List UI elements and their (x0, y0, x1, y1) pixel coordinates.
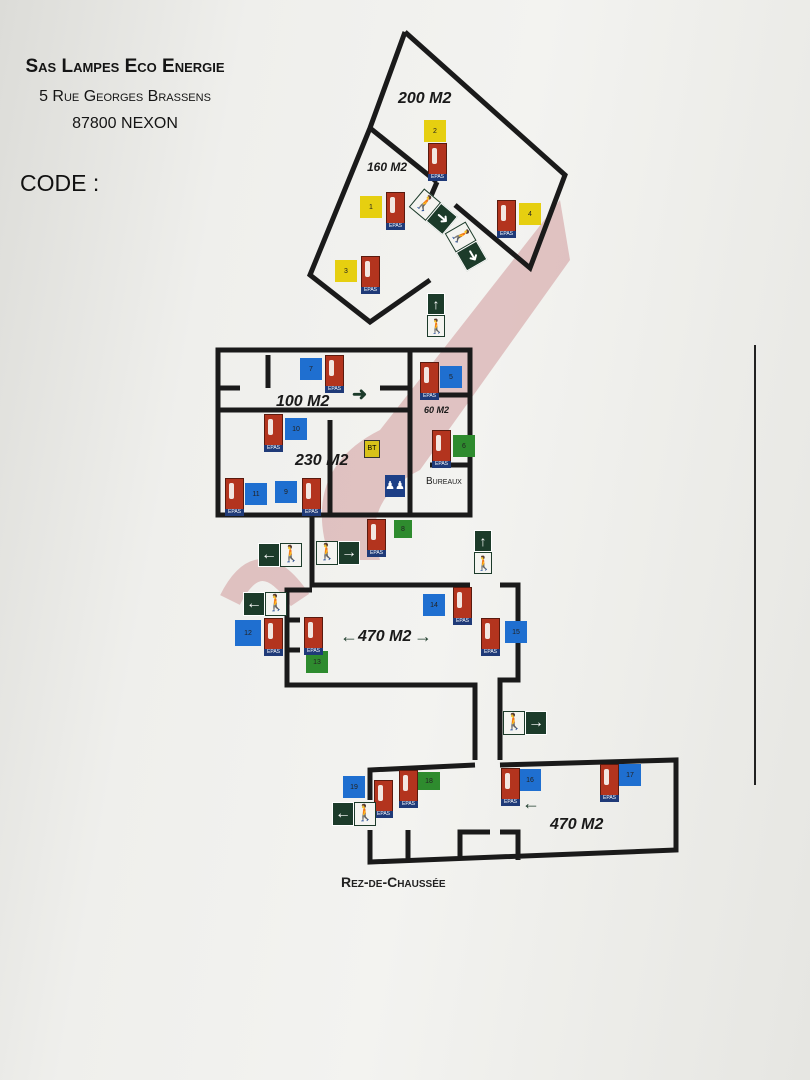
city: 87800 NEXON (72, 115, 178, 132)
room-label-bureaux: Bureaux (426, 476, 462, 487)
fire-extinguisher-icon: EPAS (374, 780, 393, 818)
street-address: 5 Rue Georges Brassens (39, 88, 211, 105)
marker-18: 18 (418, 772, 440, 790)
marker-12: 12 (235, 620, 261, 646)
emergency-exit-sign-up: ↑🚶 (427, 293, 445, 337)
fire-extinguisher-icon: EPAS (420, 362, 439, 400)
emergency-exit-sign-left: ←🚶 (243, 592, 287, 616)
room-area-230: 230 M2 (295, 452, 349, 469)
wall-top-building (306, 30, 568, 326)
marker-4: 4 (519, 203, 541, 225)
electrical-panel-icon: BT (364, 440, 380, 458)
fire-extinguisher-icon: EPAS (428, 143, 447, 181)
company-name: Sas Lampes Eco Energie (25, 56, 225, 77)
code-label: CODE : (20, 170, 100, 196)
room-area-200: 200 M2 (398, 90, 452, 107)
marker-15: 15 (505, 621, 527, 643)
fire-extinguisher-icon: EPAS (386, 192, 405, 230)
wall-bottom-hall (367, 757, 679, 865)
fire-extinguisher-icon: EPAS (497, 200, 516, 238)
fire-extinguisher-icon: EPAS (600, 764, 619, 802)
room-area-470-corridor: 470 M2 (358, 628, 412, 645)
emergency-exit-sign-right: 🚶→ (316, 541, 360, 565)
fire-extinguisher-icon: EPAS (432, 430, 451, 468)
fire-extinguisher-icon: EPAS (399, 770, 418, 808)
marker-16: 16 (519, 769, 541, 791)
marker-10: 10 (285, 418, 307, 440)
fire-extinguisher-icon: EPAS (225, 478, 244, 516)
marker-14: 14 (423, 594, 445, 616)
fire-extinguisher-icon: EPAS (264, 414, 283, 452)
wall-corridor (284, 515, 521, 760)
marker-7: 7 (300, 358, 322, 380)
fire-extinguisher-icon: EPAS (302, 478, 321, 516)
direction-arrow-right-icon: → (414, 626, 432, 646)
direction-arrow-left-icon: ← (522, 793, 540, 813)
room-area-160: 160 M2 (367, 160, 408, 174)
marker-8: 8 (394, 520, 412, 538)
room-area-100: 100 M2 (276, 393, 330, 410)
fire-extinguisher-icon: EPAS (325, 355, 344, 393)
emergency-exit-sign-right: 🚶→ (503, 711, 547, 735)
emergency-exit-sign-left: ←🚶 (258, 543, 302, 567)
toilets-icon: ♟♟ (385, 475, 405, 497)
fire-extinguisher-icon: EPAS (264, 618, 283, 656)
fire-extinguisher-icon: EPAS (481, 618, 500, 656)
fire-extinguisher-icon: EPAS (453, 587, 472, 625)
room-area-60: 60 M2 (424, 405, 450, 415)
marker-6: 6 (453, 435, 475, 457)
floor-label: Rez-de-Chaussée (341, 874, 446, 890)
marker-5: 5 (440, 366, 462, 388)
marker-19: 19 (343, 776, 365, 798)
marker-3: 3 (335, 260, 357, 282)
marker-17: 17 (619, 764, 641, 786)
fire-extinguisher-icon: EPAS (367, 519, 386, 557)
marker-1: 1 (360, 196, 382, 218)
room-area-470-hall: 470 M2 (550, 816, 604, 833)
marker-2: 2 (424, 120, 446, 142)
fire-extinguisher-icon: EPAS (361, 256, 380, 294)
marker-11: 11 (245, 483, 267, 505)
marker-13: 13 (306, 651, 328, 673)
fire-extinguisher-icon: EPAS (304, 617, 323, 655)
fire-extinguisher-icon: EPAS (501, 768, 520, 806)
direction-arrow-left-icon: ← (340, 626, 358, 646)
direction-arrow-right-icon: ➜ (352, 384, 368, 404)
emergency-exit-sign-left: ←🚶 (332, 802, 376, 826)
emergency-exit-sign-up: ↑🚶 (474, 530, 492, 574)
marker-9: 9 (275, 481, 297, 503)
